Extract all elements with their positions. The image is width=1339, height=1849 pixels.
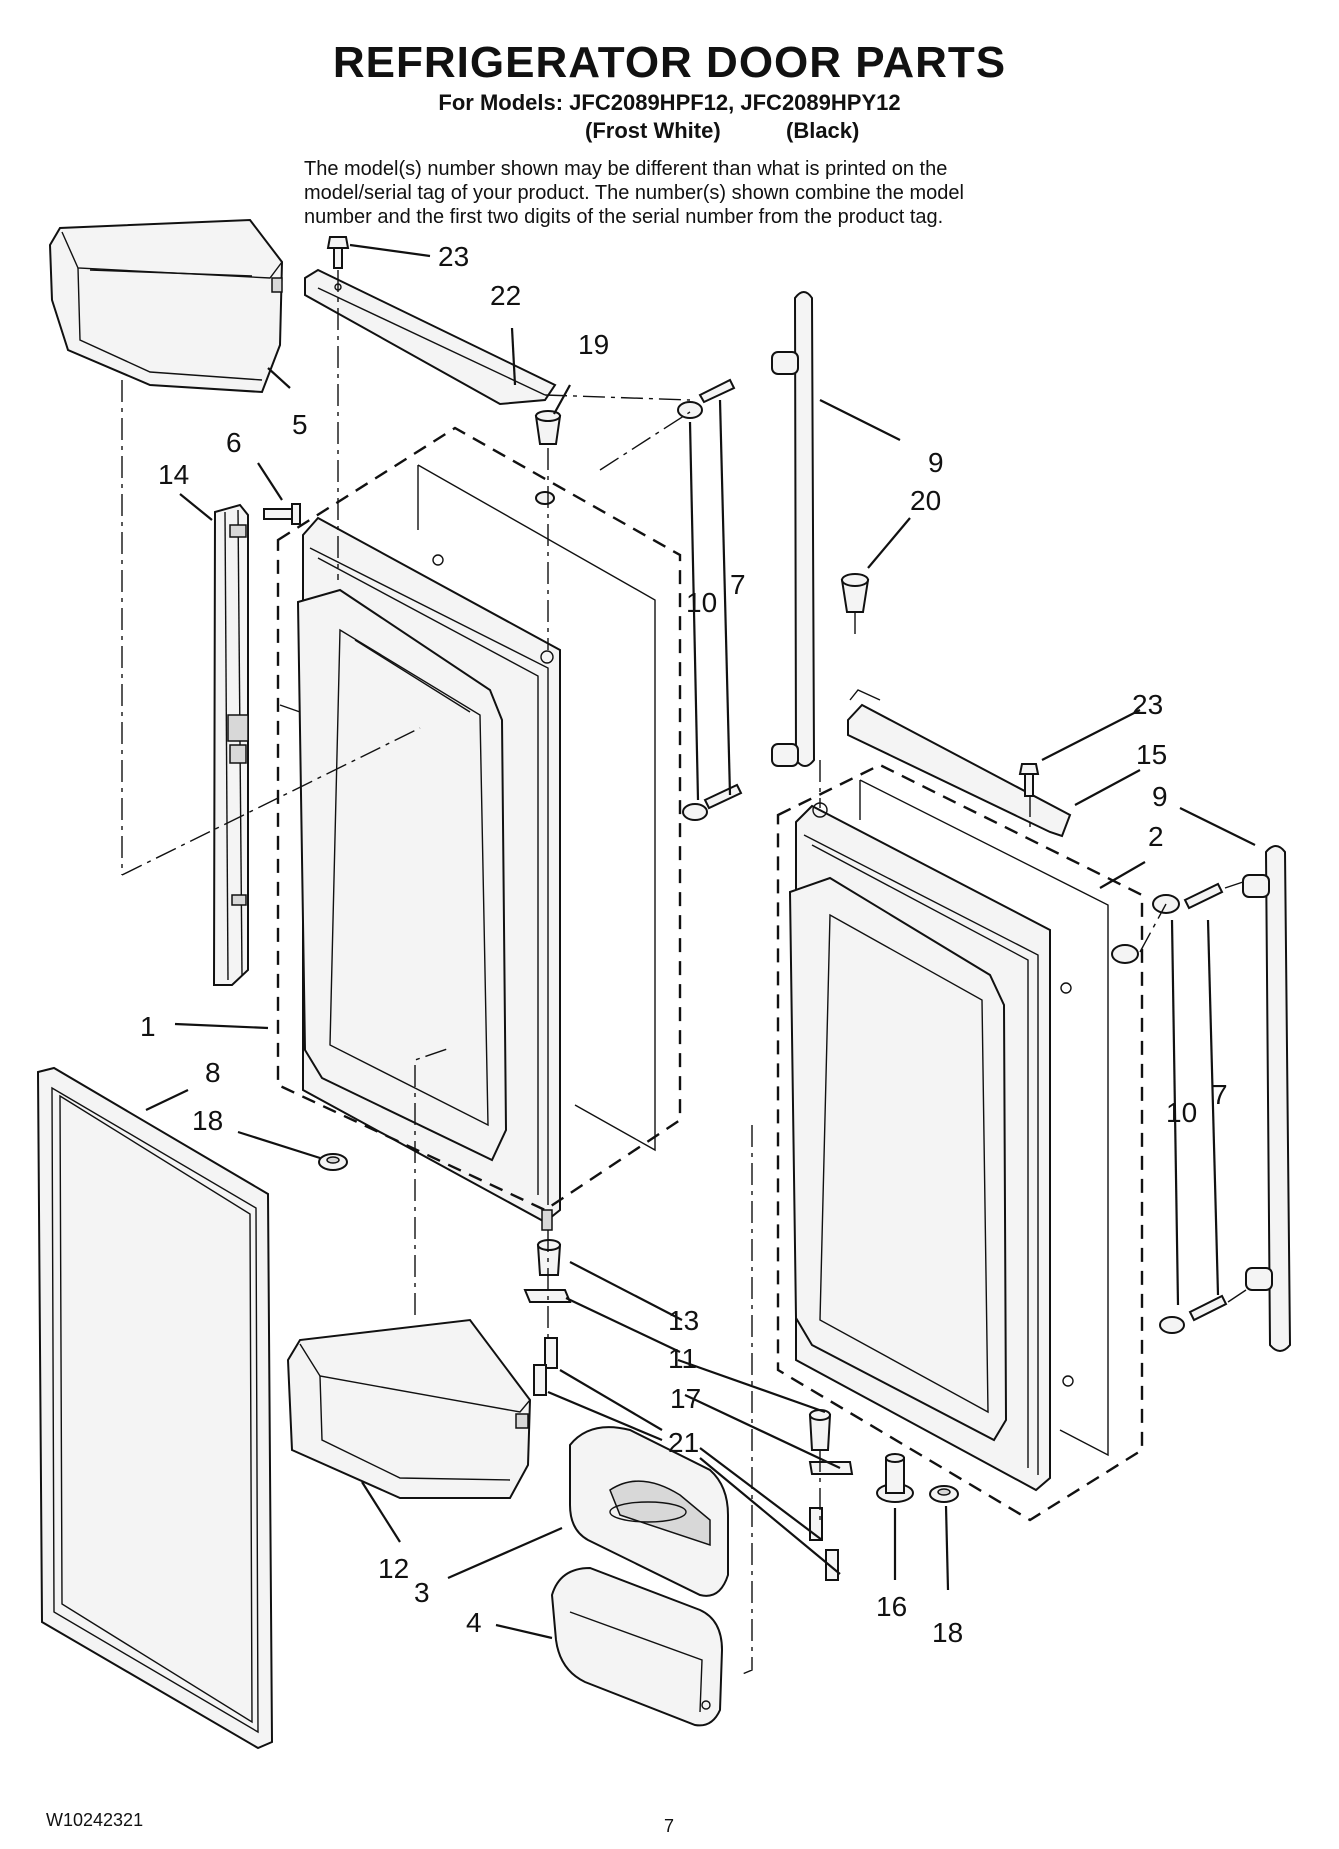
callout-7-upper: 7 [730, 569, 746, 600]
bushing-part-19 [534, 410, 562, 445]
handle-spacer-upper-top [677, 401, 703, 419]
callout-7-lower: 7 [1212, 1079, 1228, 1110]
callout-21: 21 [668, 1427, 699, 1458]
screw-part-6 [263, 503, 301, 525]
callout-1: 1 [140, 1011, 156, 1042]
screw-part-21-left-a [544, 1337, 558, 1369]
callout-arrows [145, 243, 1256, 1640]
callout-18-left: 18 [192, 1105, 223, 1136]
document-code: W10242321 [46, 1810, 144, 1830]
handle-spacer-lower-bottom [1159, 1316, 1185, 1334]
dispenser-cover-part [569, 1426, 729, 1597]
handle-spacer-upper-bottom [682, 803, 708, 821]
right-hinge-bracket-part [847, 689, 1072, 838]
screw-part-21-left-b [533, 1364, 547, 1396]
model-number-note: The model(s) number shown may be differe… [304, 157, 1104, 229]
bushing-part-20 [840, 573, 870, 613]
screw-part-21-right-b [825, 1549, 839, 1581]
color-frost-white: (Frost White) [585, 118, 721, 143]
callout-15: 15 [1136, 739, 1167, 770]
callout-13: 13 [668, 1305, 699, 1336]
callout-3: 3 [414, 1577, 430, 1608]
callout-14: 14 [158, 459, 189, 490]
door-gasket-part [36, 1066, 274, 1750]
hinge-bushing-part-13 [536, 1239, 562, 1276]
left-door-part [296, 516, 561, 1231]
door-bin-upper-part [48, 218, 284, 394]
callout-19: 19 [578, 329, 609, 360]
callout-18-right: 18 [932, 1617, 963, 1648]
door-edge-trim-part [212, 503, 249, 986]
right-door-part [788, 802, 1051, 1492]
left-door-inner-panel [417, 464, 656, 1152]
callout-8: 8 [205, 1057, 221, 1088]
page-number: 7 [664, 1816, 675, 1836]
callout-23-top: 23 [438, 241, 469, 272]
handle-screw-lower-top [1183, 882, 1224, 910]
callout-23-right: 23 [1132, 689, 1163, 720]
callout-22: 22 [490, 280, 521, 311]
handle-screw-upper-bottom [703, 783, 743, 810]
hinge-washer-top [535, 491, 555, 505]
callout-6: 6 [226, 427, 242, 458]
color-black: (Black) [786, 118, 860, 143]
page-title: REFRIGERATOR DOOR PARTS [332, 38, 1007, 87]
handle-screw-lower-bottom [1188, 1294, 1228, 1322]
callout-20: 20 [910, 485, 941, 516]
right-door-handle-part [1242, 845, 1292, 1352]
right-door-assembly-outline [776, 763, 1144, 1522]
callout-17: 17 [670, 1383, 701, 1414]
callout-12: 12 [378, 1553, 409, 1584]
left-door-handle-part [771, 291, 816, 767]
hinge-pin-part-16 [876, 1453, 914, 1503]
callout-4: 4 [466, 1607, 482, 1638]
hinge-bushing-part-11 [808, 1409, 832, 1451]
callout-5: 5 [292, 409, 308, 440]
washer-part-18-right [929, 1485, 959, 1503]
callout-10-upper: 10 [686, 587, 717, 618]
handle-screw-upper-top [698, 378, 736, 404]
top-hinge-bracket-part [304, 268, 557, 406]
callout-9-lower: 9 [1152, 781, 1168, 812]
callout-11: 11 [668, 1343, 697, 1374]
washer-part-18-left [318, 1153, 348, 1171]
note-line-2: model/serial tag of your product. The nu… [304, 182, 964, 204]
callout-10-lower: 10 [1166, 1097, 1197, 1128]
screw-part-23-top [326, 236, 350, 269]
callout-labels: 23 22 19 5 6 14 9 20 10 7 23 15 9 2 1 8 … [140, 241, 1228, 1648]
handle-spacer-lower-top [1111, 894, 1180, 964]
door-bin-lower-part [286, 1318, 532, 1499]
callout-9-upper: 9 [928, 447, 944, 478]
callout-2: 2 [1148, 821, 1164, 852]
bottom-tray-part [550, 1566, 724, 1727]
note-line-1: The model(s) number shown may be differe… [304, 158, 948, 180]
callout-16: 16 [876, 1591, 907, 1622]
model-list: For Models: JFC2089HPF12, JFC2089HPY12 [438, 90, 901, 115]
screw-part-23-right [1018, 763, 1040, 797]
left-door-assembly-outline [276, 426, 682, 1212]
alignment-lines [121, 270, 1247, 1676]
right-door-inner-panel [859, 779, 1109, 1457]
note-line-3: number and the first two digits of the s… [304, 206, 944, 228]
